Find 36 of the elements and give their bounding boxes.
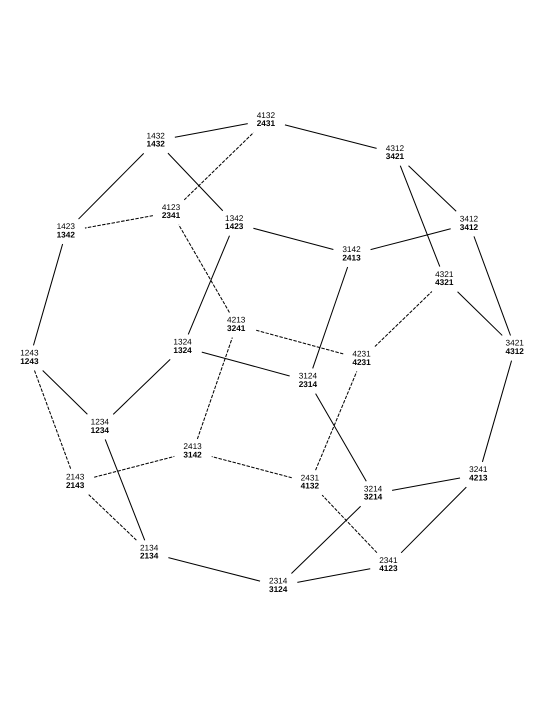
connector xyxy=(312,266,348,368)
connector xyxy=(315,370,358,470)
connector xyxy=(168,152,224,211)
connector xyxy=(284,124,377,148)
connector xyxy=(400,165,440,266)
connector xyxy=(94,455,174,478)
connector xyxy=(392,476,460,490)
connector xyxy=(112,358,171,414)
connector xyxy=(253,227,334,250)
connector xyxy=(178,224,230,312)
connector xyxy=(374,290,432,346)
connector xyxy=(212,456,292,478)
connector xyxy=(400,486,467,553)
connector xyxy=(474,236,511,336)
connector xyxy=(297,568,370,582)
connector xyxy=(188,235,230,334)
connector xyxy=(196,336,233,439)
connector xyxy=(168,556,260,582)
connector xyxy=(104,438,146,540)
connector xyxy=(34,370,72,470)
connector xyxy=(370,228,451,250)
connector xyxy=(32,243,64,345)
connector xyxy=(78,152,144,219)
connector xyxy=(174,122,248,138)
connector xyxy=(315,392,367,482)
connector xyxy=(291,505,361,574)
connector xyxy=(255,329,344,354)
connector xyxy=(88,494,137,540)
connector xyxy=(184,132,254,200)
connector xyxy=(84,214,153,228)
connector xyxy=(42,370,88,414)
connector xyxy=(322,494,378,553)
connector xyxy=(482,360,512,462)
connector xyxy=(202,351,290,376)
connector xyxy=(408,164,457,212)
connector xyxy=(457,290,503,336)
